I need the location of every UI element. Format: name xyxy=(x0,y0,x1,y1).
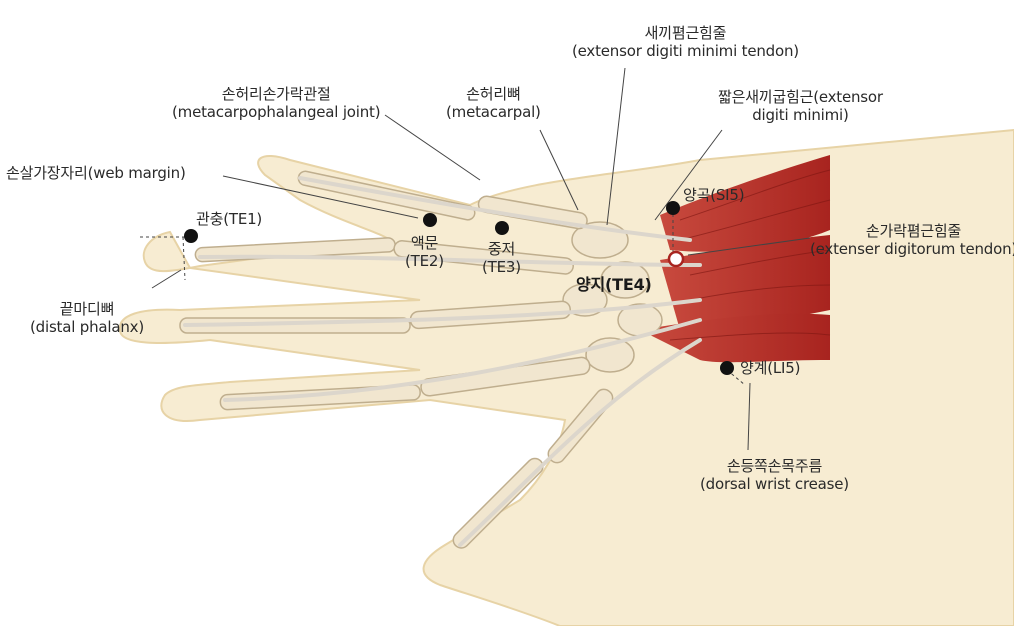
label-distal-ko: 끝마디뼈 xyxy=(59,300,115,318)
hand-silhouette xyxy=(118,128,1014,626)
label-zhongzhu-code: (TE3) xyxy=(482,258,521,276)
label-yanggok: 양곡(SI5) xyxy=(683,186,745,204)
label-edm-line1: 짧은새끼굽힘근(extensor xyxy=(718,88,883,106)
forearm-muscle-middle xyxy=(660,235,830,330)
label-edm-tendon-en: (extensor digiti minimi tendon) xyxy=(572,42,799,60)
point-yemen xyxy=(423,213,437,227)
leader-lines xyxy=(140,67,811,451)
label-yemen-code: (TE2) xyxy=(405,252,444,270)
label-dorsal-wrist-crease: 손등쪽손목주름 (dorsal wrist crease) xyxy=(700,457,849,493)
label-zhongzhu: 중저 (TE3) xyxy=(482,240,521,276)
point-zhongzhu xyxy=(495,221,509,235)
label-edm-line2: digiti minimi) xyxy=(752,106,849,124)
point-yangxi xyxy=(720,361,734,375)
label-web-margin: 손살가장자리(web margin) xyxy=(6,164,186,182)
label-mcp-en: (metacarpophalangeal joint) xyxy=(172,103,381,121)
label-yangxi: 양계(LI5) xyxy=(740,359,801,377)
point-yangchi xyxy=(667,250,685,268)
label-edc-ko: 손가락폄근힘줄 xyxy=(865,222,962,240)
label-crease-en: (dorsal wrist crease) xyxy=(700,475,849,493)
label-edc-tendon: 손가락폄근힘줄 (extenser digitorum tendon) xyxy=(810,222,1014,258)
label-yemen: 액문 (TE2) xyxy=(405,234,444,270)
label-metacarpal: 손허리뼈 (metacarpal) xyxy=(446,85,541,121)
label-distal-phalanx: 끝마디뼈 (distal phalanx) xyxy=(30,300,144,336)
muscle-fibers xyxy=(669,169,831,341)
label-edm-tendon: 새끼폄근힘줄 (extensor digiti minimi tendon) xyxy=(572,24,799,60)
label-mcp-ko: 손허리손가락관절 xyxy=(221,85,331,103)
label-distal-en: (distal phalanx) xyxy=(30,318,144,336)
label-yemen-ko: 액문 xyxy=(410,234,439,252)
label-mcp-joint: 손허리손가락관절 (metacarpophalangeal joint) xyxy=(172,85,381,121)
label-edc-en: (extenser digitorum tendon) xyxy=(810,240,1014,258)
forearm-muscle-upper xyxy=(660,155,830,252)
label-edm-tendon-ko: 새끼폄근힘줄 xyxy=(644,24,727,42)
forearm-muscle-lower xyxy=(640,313,830,363)
label-crease-ko: 손등쪽손목주름 xyxy=(726,457,823,475)
label-metacarpal-ko: 손허리뼈 xyxy=(466,85,521,103)
label-guanchong: 관충(TE1) xyxy=(196,210,263,228)
point-guanchong xyxy=(184,229,198,243)
label-edm-muscle: 짧은새끼굽힘근(extensor digiti minimi) xyxy=(718,88,883,124)
extensor-tendons xyxy=(183,176,702,547)
label-metacarpal-en: (metacarpal) xyxy=(446,103,541,121)
label-zhongzhu-ko: 중저 xyxy=(487,240,516,258)
label-yangchi: 양지(TE4) xyxy=(576,275,652,294)
point-yanggok xyxy=(666,201,680,215)
